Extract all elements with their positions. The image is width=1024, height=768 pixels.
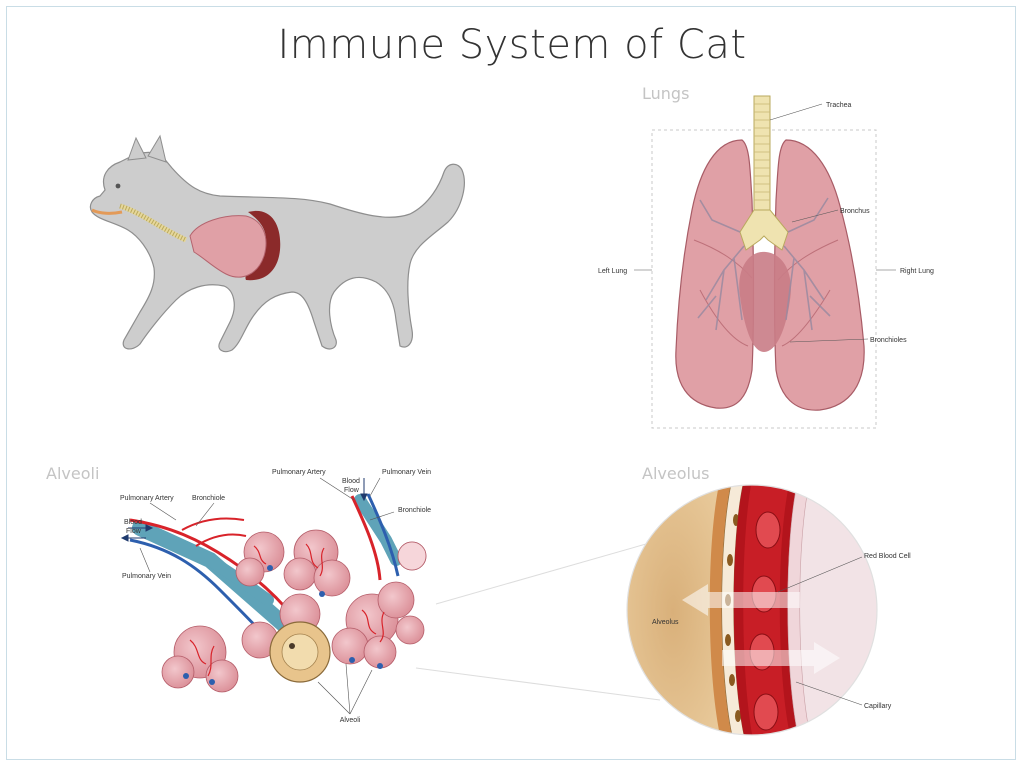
bronchus-shape — [739, 209, 789, 251]
cat-trachea-rings — [119, 203, 188, 243]
label-bronchiole-right: Bronchiole — [398, 507, 431, 514]
pulmonary-artery-vessel — [129, 518, 298, 621]
alveolus-circle-outline — [626, 484, 878, 736]
cat-lung — [189, 215, 267, 278]
alveolar-sac-light — [397, 541, 427, 571]
lung-lobe-lines — [693, 239, 839, 347]
cat-eye — [115, 183, 121, 189]
pulmonary-artery-vessel — [350, 495, 382, 581]
label-red-blood-cell: Red Blood Cell — [864, 553, 911, 560]
alveolus-cross-section-dot — [289, 643, 295, 649]
label-blood-flow-left-1: Blood — [124, 519, 142, 526]
lungs-dashed-frame — [651, 129, 877, 429]
label-bronchiole-left: Bronchiole — [192, 495, 225, 502]
alveolus-leader-lines — [777, 556, 863, 706]
alveoli-heading: Alveoli — [46, 464, 100, 483]
co2-exchange-arrow — [722, 642, 840, 674]
label-pulmonary-vein-top: Pulmonary Vein — [382, 469, 431, 476]
pulmonary-vein-vessel — [366, 493, 400, 577]
cat-ear — [127, 136, 147, 161]
left-lung-shape — [675, 139, 755, 409]
alveoli-leader-lines — [139, 477, 395, 715]
capillary-wall — [787, 485, 813, 735]
trachea-rings — [754, 103, 770, 201]
label-blood-flow-top-1: Blood — [342, 478, 360, 485]
label-alveoli: Alveoli — [340, 717, 361, 724]
diagram-frame — [6, 6, 1016, 760]
capillary-lumen — [743, 485, 792, 735]
oxygen-exchange-arrow — [682, 584, 800, 616]
heart-behind-lungs — [739, 251, 791, 352]
magnify-connector-lines — [415, 539, 661, 701]
alveolar-wall — [709, 485, 734, 735]
label-right-lung: Right Lung — [900, 268, 934, 275]
cat-ear — [147, 134, 167, 163]
label-pulmonary-artery-left: Pulmonary Artery — [120, 495, 174, 502]
sac-vein-spots — [183, 565, 383, 685]
bronchiole-tree — [697, 197, 831, 331]
cat-illustration — [89, 134, 465, 353]
label-pulmonary-artery-top: Pulmonary Artery — [272, 469, 326, 476]
lungs-illustration: Trachea Bronchus Left Lung Right Lung Br… — [598, 95, 934, 429]
label-bronchus: Bronchus — [840, 208, 870, 215]
blood-flow-arrows — [120, 478, 368, 542]
label-blood-flow-left-2: Flow — [126, 528, 142, 535]
alveoli-illustration: Pulmonary Artery Bronchiole Blood Flow P… — [120, 469, 431, 724]
page-title: Immune System of Cat — [277, 22, 747, 68]
label-left-lung: Left Lung — [598, 268, 627, 275]
capillary-vessels — [181, 517, 247, 547]
alveolus-illustration: Red Blood Cell Alveolus Capillary — [626, 484, 911, 736]
label-capillary: Capillary — [864, 703, 892, 710]
label-bronchioles: Bronchioles — [870, 337, 907, 344]
cat-mouth — [91, 208, 123, 215]
alveolus-cross-section-inner — [281, 633, 319, 671]
right-lung-shape — [773, 139, 865, 411]
label-trachea: Trachea — [826, 102, 852, 109]
trachea-shape — [753, 95, 771, 213]
label-pulmonary-vein-left: Pulmonary Vein — [122, 573, 171, 580]
alveolus-heading: Alveolus — [642, 464, 710, 483]
label-blood-flow-top-2: Flow — [344, 487, 360, 494]
label-alveolus: Alveolus — [652, 619, 679, 626]
lungs-heading: Lungs — [642, 84, 690, 103]
sac-capillaries — [189, 543, 385, 677]
lungs-leader-lines — [634, 103, 896, 343]
